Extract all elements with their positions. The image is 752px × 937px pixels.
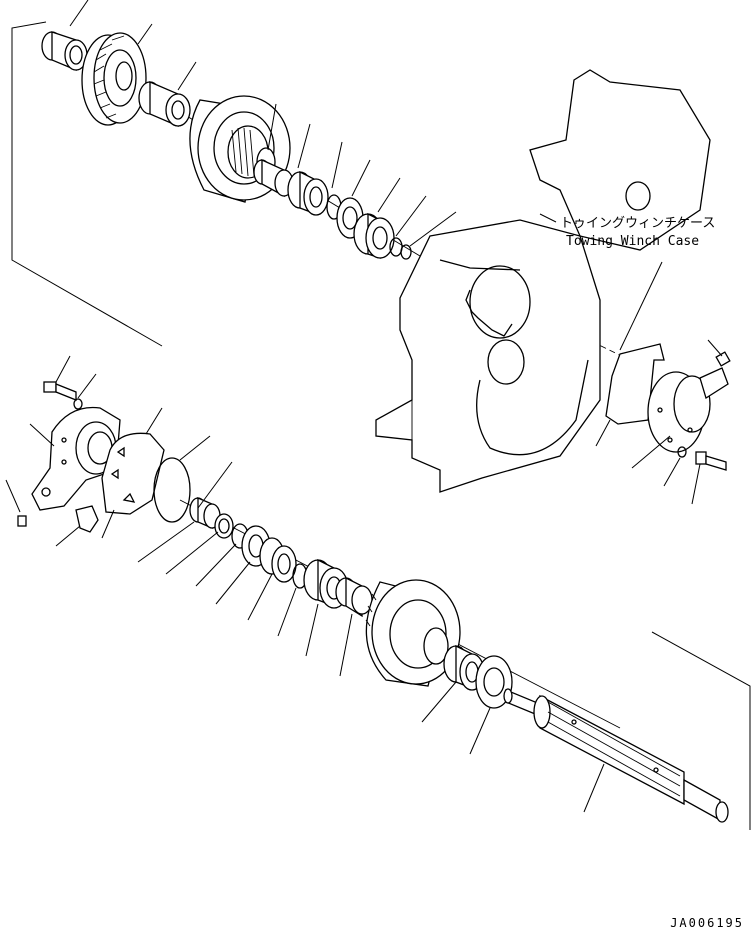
lower-clutch-hub (365, 579, 461, 687)
bolt-icon (663, 446, 727, 505)
upper-bearing-2 (353, 212, 395, 259)
lower-bearing-2 (247, 537, 297, 621)
lower-bearing-1 (137, 461, 233, 563)
right-plug-screw (707, 339, 731, 367)
left-o-ring (153, 435, 211, 523)
left-gasket-plate (101, 407, 165, 539)
upper-small-rings (389, 237, 412, 260)
bearing-icon (287, 170, 329, 216)
bevel-gear-icon (81, 32, 147, 126)
lower-bearing-3 (303, 558, 349, 657)
lower-gear-ring (165, 513, 234, 575)
group-frame-upper (11, 21, 163, 347)
group-frame-lower (651, 631, 751, 830)
lower-spacer (335, 576, 373, 677)
lower-retainer-2 (469, 655, 513, 755)
left-bolt (43, 355, 97, 410)
upper-sleeve (41, 31, 88, 71)
left-key-plate (55, 505, 99, 547)
winch-case-housing (375, 69, 711, 493)
case-label-en: Towing Winch Case (566, 234, 699, 249)
drawing-number: JA006195 (670, 916, 744, 930)
right-cover-plate (631, 367, 729, 469)
winch-case-label: トゥイングウィンチケース Towing Winch Case (539, 213, 715, 351)
upper-leader-lines (69, 0, 457, 247)
left-set-screw (5, 479, 27, 527)
splined-shaft (503, 688, 729, 823)
case-label-jp: トゥイングウィンチケース (560, 216, 715, 231)
upper-sleeve-2 (138, 81, 191, 127)
